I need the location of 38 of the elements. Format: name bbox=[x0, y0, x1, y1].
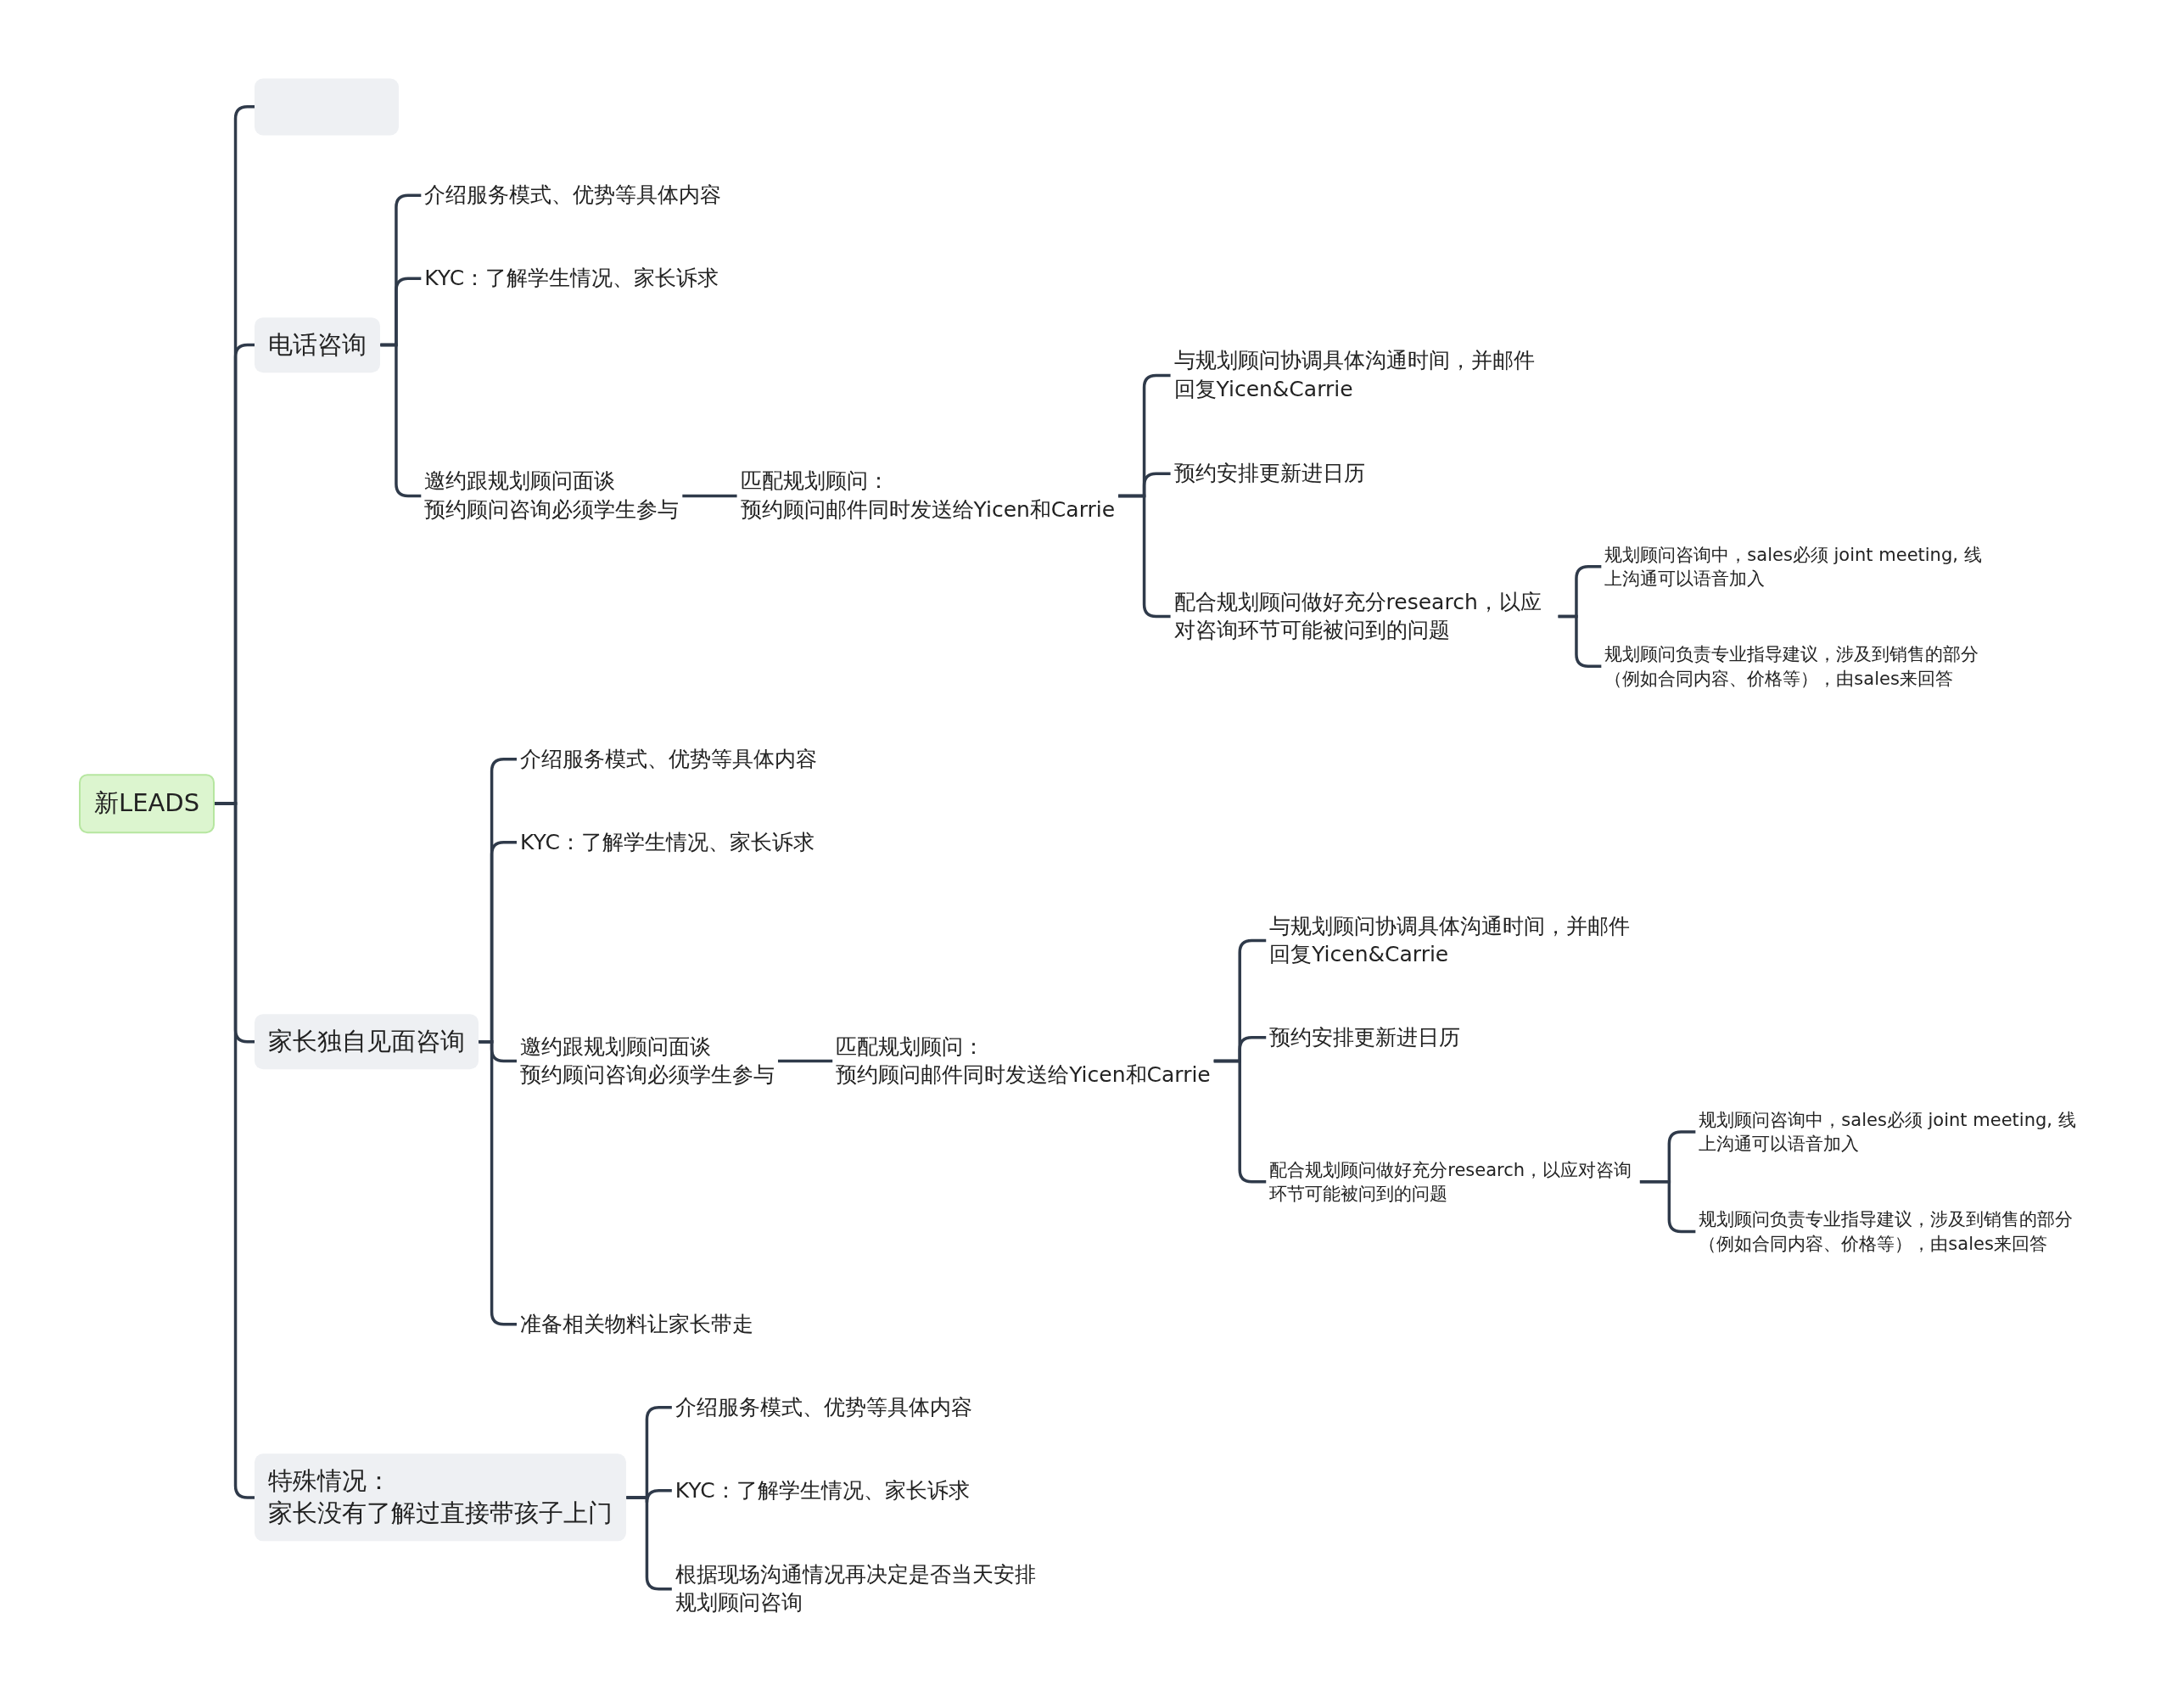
subtopic-text: 与规划顾问协调具体沟通时间，并邮件回复Yicen&Carrie bbox=[1173, 347, 1536, 404]
root-topic-box bbox=[79, 774, 216, 833]
subtopic-text: 规划顾问负责专业指导建议，涉及到销售的部分（例如合同内容、价格等），由sales来回答 bbox=[1604, 642, 1980, 691]
subtopic-text: 规划顾问负责专业指导建议，涉及到销售的部分（例如合同内容、价格等），由sales来回答 bbox=[1699, 1208, 2074, 1256]
topic-text: 新LEADS bbox=[94, 787, 200, 820]
topic-box bbox=[255, 1453, 627, 1542]
topic-box bbox=[255, 316, 381, 373]
topic-box bbox=[255, 1013, 479, 1070]
subtopic-text: 介绍服务模式、优势等具体内容 bbox=[519, 745, 817, 773]
subtopic-text: 预约顾问咨询必须学生参与 bbox=[519, 1061, 775, 1089]
subtopic-text: 根据现场沟通情况再决定是否当天安排规划顾问咨询 bbox=[675, 1560, 1037, 1617]
subtopic-text: 规划顾问咨询中，sales必须 joint meeting, 线上沟通可以语音加入 bbox=[1604, 543, 1983, 591]
subtopic-text: 邀约跟规划顾问面谈 bbox=[519, 1033, 712, 1061]
subtopic-text: 匹配规划顾问： bbox=[836, 1033, 986, 1061]
subtopic-text: 预约顾问邮件同时发送给Yicen和Carrie bbox=[740, 496, 1116, 524]
subtopic-text: KYC：了解学生情况、家长诉求 bbox=[675, 1476, 970, 1504]
subtopic-text: KYC：了解学生情况、家长诉求 bbox=[424, 265, 719, 293]
topic-text: 电话咨询 bbox=[268, 328, 367, 361]
subtopic-text: KYC：了解学生情况、家长诉求 bbox=[519, 828, 814, 856]
connector-line bbox=[682, 494, 737, 498]
subtopic-text: 匹配规划顾问： bbox=[740, 468, 890, 496]
topic-text: 家长独自见面咨询 bbox=[268, 1025, 466, 1057]
subtopic-text: 与规划顾问协调具体沟通时间，并邮件回复Yicen&Carrie bbox=[1269, 912, 1632, 969]
subtopic-text: 邀约跟规划顾问面谈 bbox=[424, 468, 617, 496]
subtopic-text: 预约顾问咨询必须学生参与 bbox=[424, 496, 680, 524]
topic-text: 家长没有了解过直接带孩子上门 bbox=[268, 1497, 613, 1529]
subtopic-text: 配合规划顾问做好充分research，以应对咨询环节可能被问到的问题 bbox=[1173, 588, 1542, 645]
topic-box bbox=[255, 78, 400, 136]
subtopic-text: 预约顾问邮件同时发送给Yicen和Carrie bbox=[836, 1061, 1211, 1089]
topic-text: 特殊情况： bbox=[268, 1465, 393, 1498]
subtopic-text: 预约安排更新进日历 bbox=[1269, 1023, 1461, 1051]
subtopic-text: 规划顾问咨询中，sales必须 joint meeting, 线上沟通可以语音加入 bbox=[1699, 1108, 2077, 1156]
subtopic-text: 介绍服务模式、优势等具体内容 bbox=[424, 182, 722, 210]
subtopic-text: 配合规划顾问做好充分research，以应对咨询环节可能被问到的问题 bbox=[1269, 1158, 1633, 1206]
connector-line bbox=[777, 1059, 833, 1063]
subtopic-text: 预约安排更新进日历 bbox=[1173, 460, 1365, 488]
subtopic-text: 准备相关物料让家长带走 bbox=[519, 1310, 753, 1338]
subtopic-text: 介绍服务模式、优势等具体内容 bbox=[675, 1393, 972, 1421]
